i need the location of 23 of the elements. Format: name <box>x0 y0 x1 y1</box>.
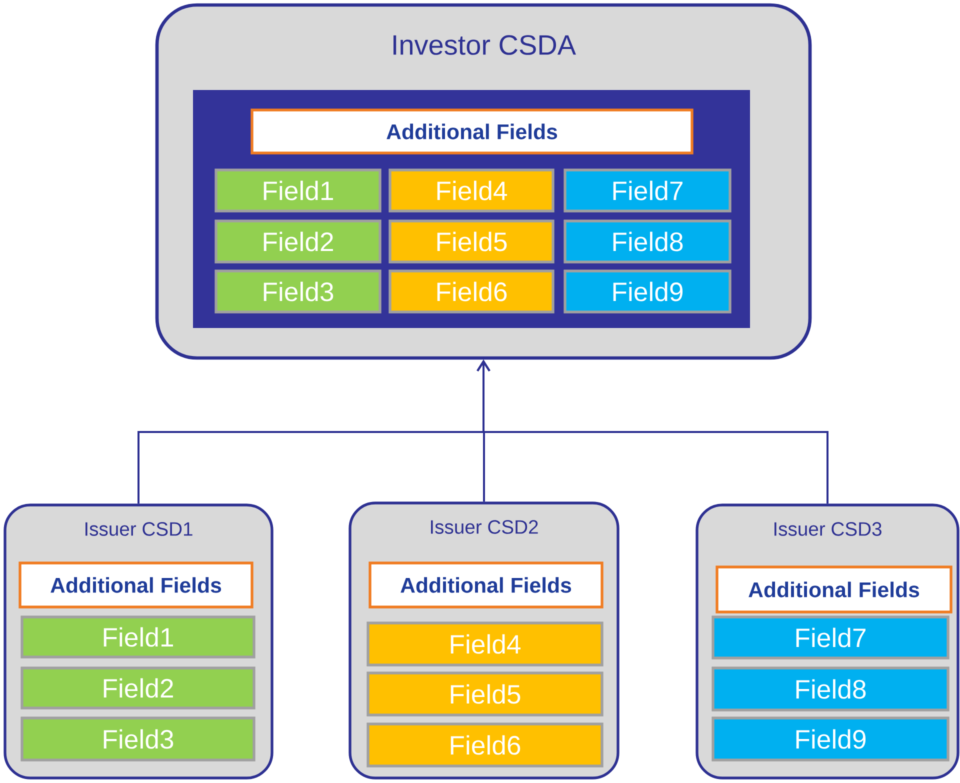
field-box: Field1 <box>214 168 382 212</box>
field-box: Field7 <box>564 168 732 212</box>
field-box: Field5 <box>366 672 604 716</box>
field-box: Field4 <box>366 622 604 666</box>
field-box: Field8 <box>564 220 732 264</box>
field-box: Field3 <box>20 716 256 762</box>
arrow <box>476 360 828 504</box>
field-box: Field2 <box>20 666 256 710</box>
field-box: Field6 <box>366 722 604 768</box>
field-box: Field8 <box>712 666 950 712</box>
header-box: Additional Fields <box>368 562 604 608</box>
field-box: Field9 <box>564 270 732 314</box>
header-box: Additional Fields <box>18 562 254 608</box>
field-box: Field9 <box>712 716 950 762</box>
field-box: Field1 <box>20 616 256 658</box>
field-box: Field5 <box>388 220 554 264</box>
field-box: Field7 <box>712 616 950 660</box>
header-box: Additional Fields <box>716 566 952 614</box>
field-box: Field3 <box>214 270 382 314</box>
header-box: Additional Fields <box>250 108 694 154</box>
field-box: Field2 <box>214 220 382 264</box>
field-box: Field4 <box>388 168 554 212</box>
field-box: Field6 <box>388 270 554 314</box>
